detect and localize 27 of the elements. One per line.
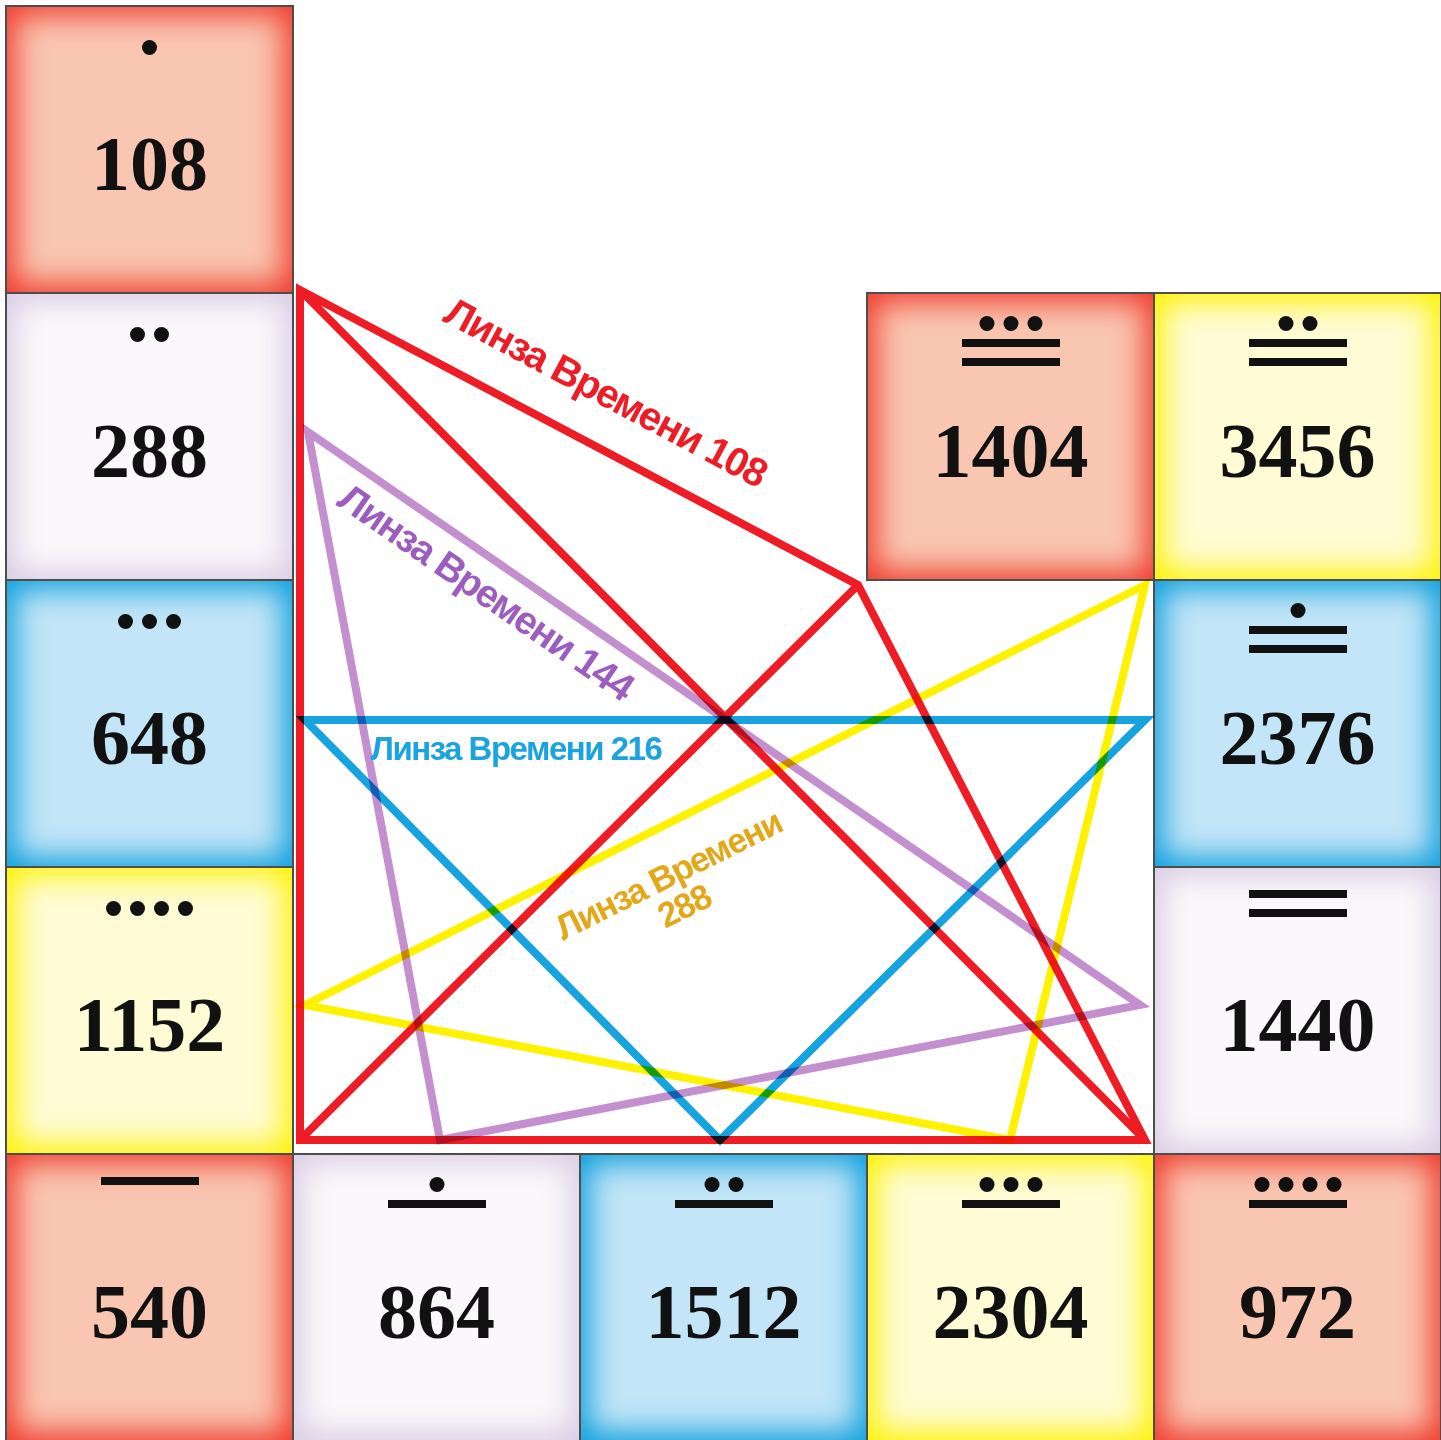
numeral-tile bbox=[5, 1153, 294, 1440]
tile-number: 3456 bbox=[1219, 412, 1376, 490]
tile-number: 288 bbox=[91, 412, 208, 490]
numeral-tile bbox=[292, 1153, 581, 1440]
numeral-tile bbox=[866, 1153, 1155, 1440]
numeral-tile bbox=[5, 579, 294, 868]
numeral-tile bbox=[1153, 866, 1441, 1155]
tile-number: 1512 bbox=[645, 1273, 802, 1351]
tile-number: 540 bbox=[91, 1273, 208, 1351]
tile-number: 864 bbox=[378, 1273, 495, 1351]
tile-number: 2304 bbox=[932, 1273, 1089, 1351]
tile-number: 1404 bbox=[932, 412, 1089, 490]
tile-number: 108 bbox=[91, 125, 208, 203]
tile-number: 1152 bbox=[73, 986, 226, 1064]
numeral-tile bbox=[1153, 1153, 1441, 1440]
numeral-tile bbox=[1153, 292, 1441, 581]
numeral-tile bbox=[5, 292, 294, 581]
numeral-tile bbox=[5, 866, 294, 1155]
tile-number: 972 bbox=[1239, 1273, 1356, 1351]
lens-label: Линза Времени 216 bbox=[370, 731, 662, 765]
tile-number: 648 bbox=[91, 699, 208, 777]
tile-number: 1440 bbox=[1219, 986, 1376, 1064]
numeral-tile bbox=[1153, 579, 1441, 868]
tile-number: 2376 bbox=[1219, 699, 1376, 777]
numeral-tile bbox=[5, 5, 294, 294]
numeral-tile bbox=[579, 1153, 868, 1440]
numeral-tile bbox=[866, 292, 1155, 581]
